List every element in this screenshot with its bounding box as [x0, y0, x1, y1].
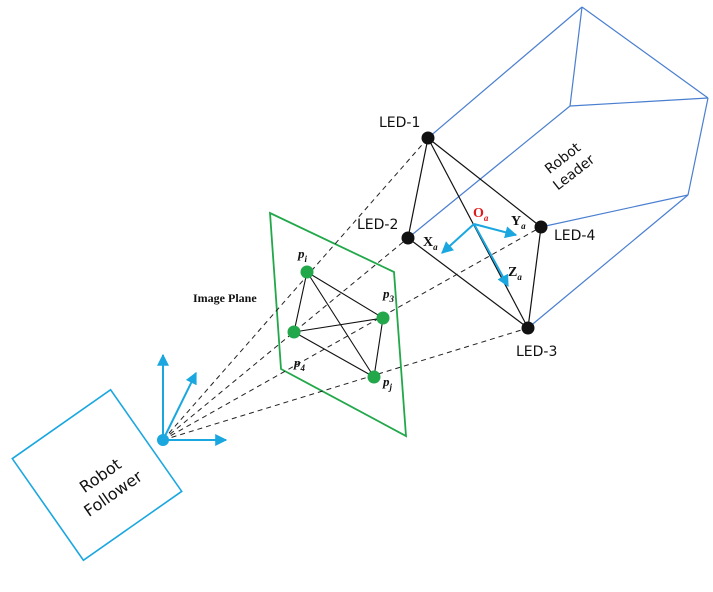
led-4-label: LED-4 — [554, 228, 595, 244]
point-p3-dot — [376, 311, 390, 325]
point-p3-label: p3 — [382, 286, 395, 304]
led-1-label: LED-1 — [379, 115, 420, 131]
led-2-label: LED-2 — [357, 217, 398, 233]
led-1-dot — [421, 131, 435, 145]
point-pj-dot — [367, 370, 381, 384]
image-plane-label: Image Plane — [193, 291, 257, 305]
led-edges — [407, 137, 542, 329]
led-3-dot — [521, 321, 535, 335]
image-plane-frame — [268, 211, 408, 438]
point-pi-dot — [300, 265, 314, 279]
robot-leader-label: Robot Leader — [542, 140, 598, 194]
robot-leader-box — [407, 6, 709, 329]
axis-y-label: Ya — [511, 214, 526, 231]
axis-x-label: Xa — [423, 235, 438, 252]
follower-camera-dot — [157, 434, 169, 446]
point-p4-label: p4 — [293, 355, 306, 373]
point-pi-label: pi — [297, 246, 308, 264]
robot-follower-label: Robot Follower — [76, 454, 146, 520]
follower-camera-axes — [157, 353, 228, 446]
led-3-label: LED-3 — [516, 344, 557, 360]
image-point-edges — [293, 271, 384, 378]
point-pj-label: pj — [382, 374, 393, 392]
robot-follower-box — [11, 388, 183, 562]
led-4-dot — [534, 220, 548, 234]
led-2-dot — [401, 231, 415, 245]
projection-rays — [162, 137, 542, 441]
axis-z-label: Za — [508, 265, 522, 282]
leader-frame-axes — [441, 223, 518, 288]
point-p4-dot — [287, 325, 301, 339]
origin-label: Oa — [473, 206, 489, 223]
